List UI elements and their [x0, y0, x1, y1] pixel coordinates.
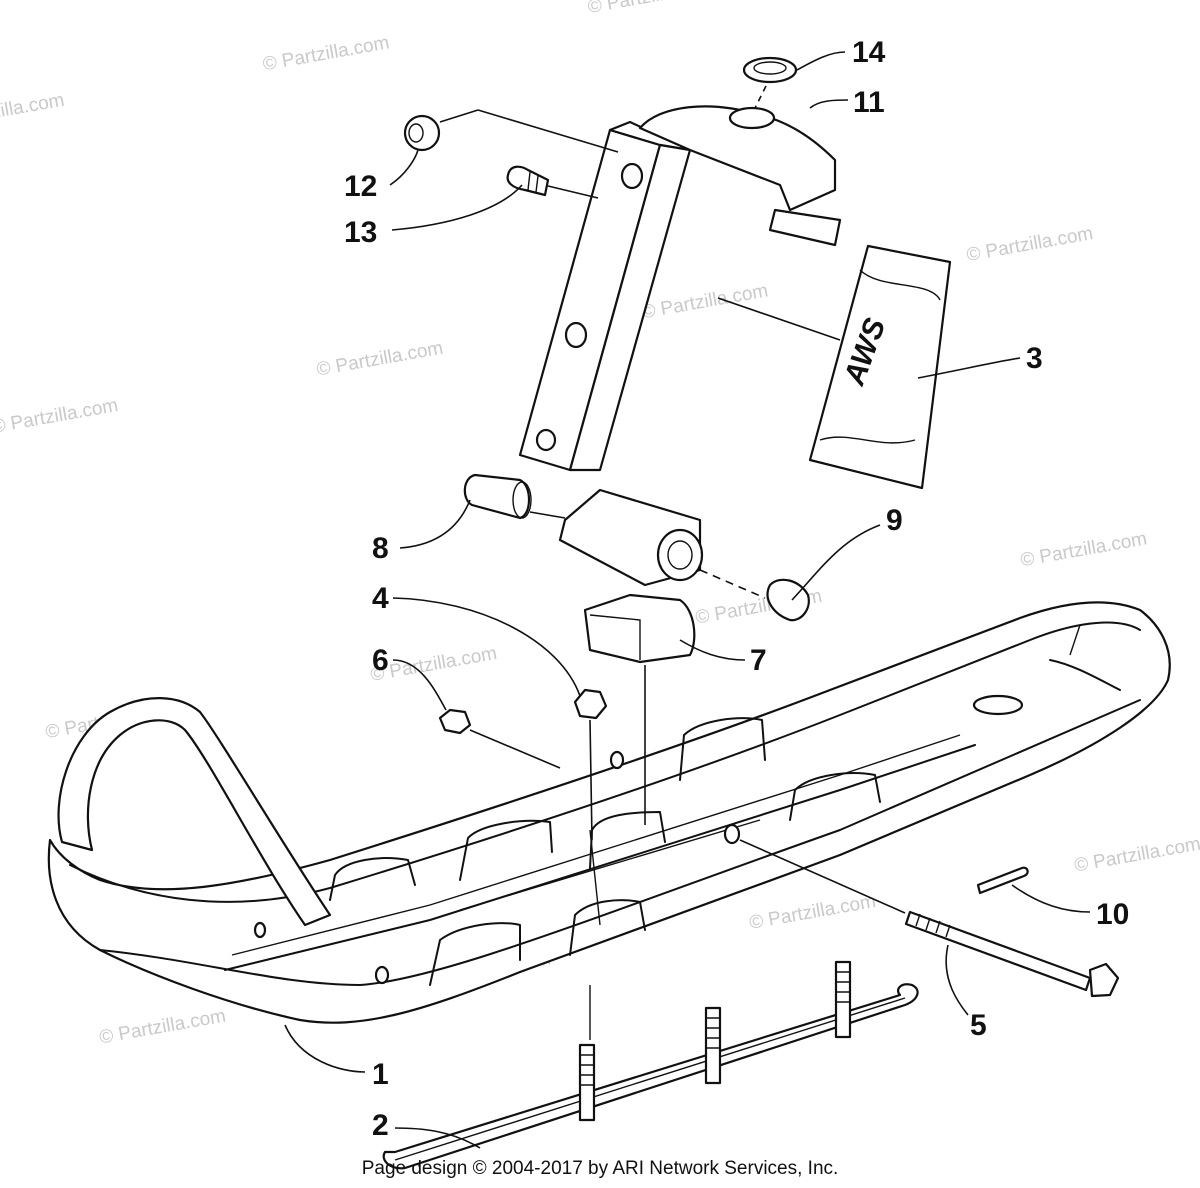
damper-block: [583, 593, 696, 664]
ski-spindle: [518, 105, 842, 587]
callout-2: 2: [372, 1109, 389, 1142]
callout-9: 9: [886, 504, 903, 537]
callout-12: 12: [344, 170, 377, 203]
watermark: © Partzilla.com: [748, 891, 878, 934]
callout-1: 1: [372, 1058, 389, 1091]
watermark: © Partzilla.com: [261, 32, 391, 75]
nut-4: [573, 688, 608, 720]
page-footer: Page design © 2004-2017 by ARI Network S…: [361, 1158, 839, 1179]
watermark: © Partzilla.com: [1019, 528, 1149, 571]
watermark: © Partzilla.com: [98, 1006, 228, 1049]
bushing-left: [463, 473, 532, 520]
watermark: © Partzilla.com: [640, 280, 770, 323]
callout-11: 11: [853, 86, 885, 119]
callout-4: 4: [372, 582, 389, 615]
callout-14: 14: [852, 36, 886, 69]
bolt: [904, 910, 1120, 998]
watermark: © Partzilla.com: [0, 90, 66, 133]
grease-fitting: [506, 165, 550, 197]
cotter-pin: [976, 866, 1029, 895]
callout-13: 13: [344, 216, 377, 249]
assembly-lines: [439, 85, 906, 914]
leader-lines: [284, 51, 1091, 1149]
watermark: © Partzilla.com: [315, 338, 445, 381]
bushing-right: [766, 578, 810, 622]
callout-8: 8: [372, 532, 389, 565]
nut-6: [438, 708, 472, 735]
callout-5: 5: [970, 1009, 987, 1042]
watermark: © Partzilla.com: [965, 223, 1095, 266]
wear-bar: [382, 960, 919, 1170]
grommet: [403, 114, 441, 152]
cap-plug: [742, 56, 798, 84]
callout-3: 3: [1026, 342, 1043, 375]
watermark: © Partzilla.com: [586, 0, 716, 18]
aws-decal: AWS: [808, 244, 952, 490]
watermark: © Partzilla.com: [0, 395, 120, 438]
watermark: © Partzilla.com: [1073, 834, 1200, 877]
callouts: 14 11 12 13 3 8 9 4 6 7 10 5 1 2: [344, 36, 1129, 1142]
callout-6: 6: [372, 644, 389, 677]
callout-7: 7: [750, 644, 767, 677]
callout-10: 10: [1096, 898, 1129, 931]
ski-body: [47, 601, 1171, 1024]
